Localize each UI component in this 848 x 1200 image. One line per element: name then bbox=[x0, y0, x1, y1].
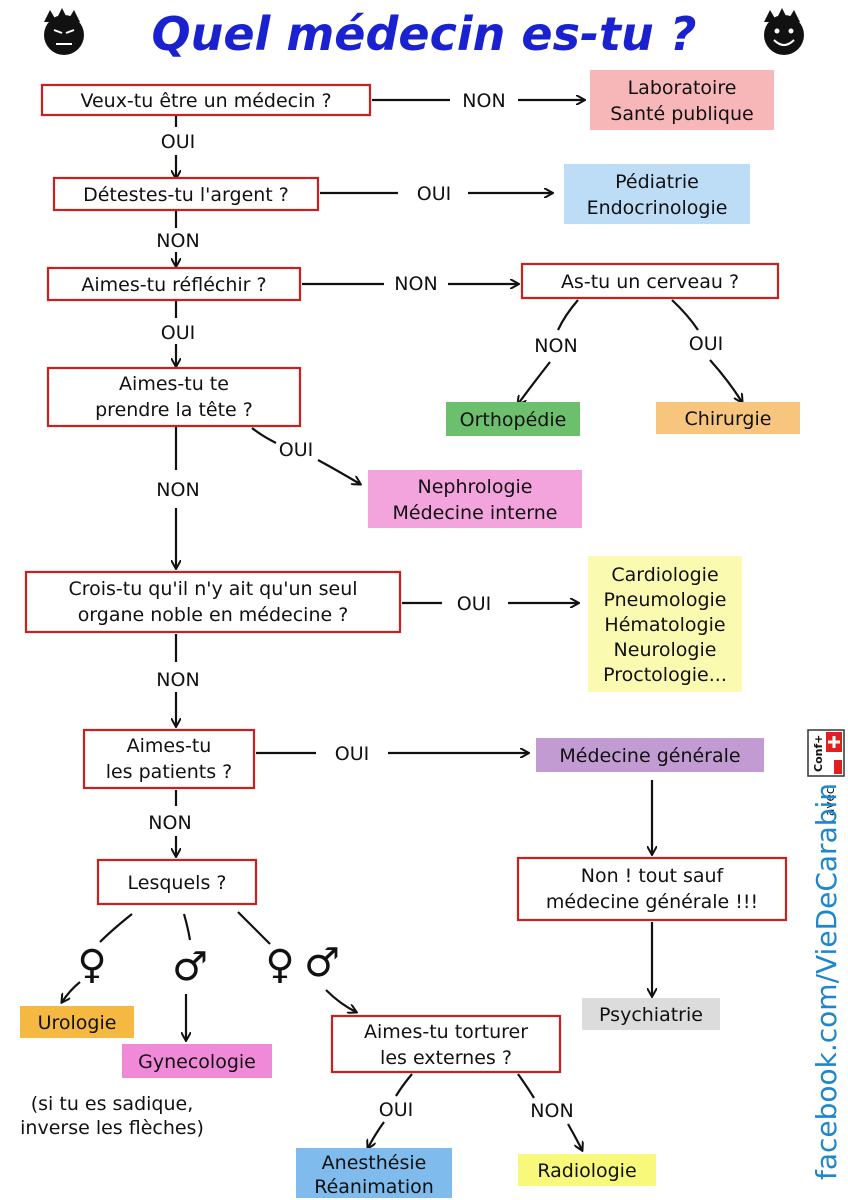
svg-text:Détestes-tu l'argent ?: Détestes-tu l'argent ? bbox=[83, 184, 289, 206]
svg-text:Neurologie: Neurologie bbox=[614, 639, 717, 661]
svg-text:Urologie: Urologie bbox=[38, 1012, 117, 1034]
svg-text:Endocrinologie: Endocrinologie bbox=[587, 197, 728, 219]
label-oui: OUI bbox=[457, 593, 491, 615]
svg-text:organe noble en médecine ?: organe noble en médecine ? bbox=[78, 604, 349, 626]
svg-text:Nephrologie: Nephrologie bbox=[418, 476, 533, 498]
question-q9: Aimes-tu torturer les externes ? bbox=[330, 1014, 562, 1074]
result-radiologie: Radiologie bbox=[518, 1154, 656, 1186]
svg-text:Proctologie...: Proctologie... bbox=[603, 664, 727, 686]
svg-text:Orthopédie: Orthopédie bbox=[460, 409, 567, 431]
label-oui: OUI bbox=[161, 131, 195, 153]
svg-text:Médecine interne: Médecine interne bbox=[393, 502, 558, 524]
svg-text:Non ! tout sauf: Non ! tout sauf bbox=[581, 865, 725, 887]
result-urologie: Urologie bbox=[20, 1006, 134, 1038]
svg-text:Conf+: Conf+ bbox=[812, 735, 825, 772]
svg-text:Crois-tu qu'il n'y ait qu'un s: Crois-tu qu'il n'y ait qu'un seul bbox=[68, 578, 357, 600]
question-q5: Crois-tu qu'il n'y ait qu'un seul organe… bbox=[24, 570, 402, 634]
result-pediatrie: Pédiatrie Endocrinologie bbox=[564, 164, 750, 224]
label-oui: OUI bbox=[161, 322, 195, 344]
svg-text:Psychiatrie: Psychiatrie bbox=[599, 1004, 703, 1026]
label-oui: OUI bbox=[417, 183, 451, 205]
svg-text:Gynecologie: Gynecologie bbox=[138, 1051, 256, 1073]
label-non: NON bbox=[156, 479, 199, 501]
svg-text:les externes ?: les externes ? bbox=[380, 1047, 512, 1069]
page-title: Quel médecin es-tu ? bbox=[152, 7, 697, 61]
svg-text:Aimes-tu te: Aimes-tu te bbox=[119, 373, 229, 395]
svg-text:Lesquels ?: Lesquels ? bbox=[128, 872, 227, 894]
svg-text:Anesthésie: Anesthésie bbox=[322, 1152, 427, 1174]
svg-text:les patients ?: les patients ? bbox=[106, 761, 233, 783]
question-q6: Aimes-tu les patients ? bbox=[82, 728, 256, 790]
male-symbol-icon: ♂ bbox=[172, 944, 208, 990]
svg-text:Laboratoire: Laboratoire bbox=[628, 77, 737, 99]
question-q3b: As-tu un cerveau ? bbox=[520, 262, 780, 300]
edge-labels: NON OUI OUI NON NON OUI NON OUI OUI NON … bbox=[148, 90, 723, 1122]
svg-text:Aimes-tu réfléchir ?: Aimes-tu réfléchir ? bbox=[81, 274, 266, 296]
svg-text:Pneumologie: Pneumologie bbox=[604, 589, 727, 611]
question-q2: Détestes-tu l'argent ? bbox=[52, 176, 320, 212]
result-cardiologie: Cardiologie Pneumologie Hématologie Neur… bbox=[588, 556, 742, 692]
smiley-face-icon bbox=[764, 8, 804, 55]
label-non: NON bbox=[394, 273, 437, 295]
avec-label: avec bbox=[823, 788, 837, 816]
label-oui: OUI bbox=[379, 1099, 413, 1121]
label-oui: OUI bbox=[335, 743, 369, 765]
facebook-link[interactable]: facebook.com/VieDeCarabin bbox=[810, 783, 843, 1180]
result-orthopedie: Orthopédie bbox=[446, 402, 580, 436]
label-non: NON bbox=[534, 335, 577, 357]
label-non: NON bbox=[156, 669, 199, 691]
svg-text:médecine générale !!!: médecine générale !!! bbox=[546, 891, 758, 913]
svg-text:prendre la tête ?: prendre la tête ? bbox=[95, 399, 253, 421]
connectors bbox=[62, 100, 742, 1150]
question-q7: Lesquels ? bbox=[96, 858, 258, 906]
result-psychiatrie: Psychiatrie bbox=[582, 998, 720, 1030]
angry-face-icon bbox=[44, 8, 84, 55]
svg-text:Chirurgie: Chirurgie bbox=[685, 408, 772, 430]
sadique-note: (si tu es sadique, bbox=[31, 1093, 194, 1115]
question-q1: Veux-tu être un médecin ? bbox=[40, 83, 372, 117]
conf-logo: Conf+ bbox=[807, 729, 845, 777]
svg-text:Aimes-tu torturer: Aimes-tu torturer bbox=[364, 1021, 528, 1043]
svg-text:Réanimation: Réanimation bbox=[314, 1176, 434, 1198]
result-gynecologie: Gynecologie bbox=[122, 1044, 272, 1078]
svg-text:Veux-tu être un médecin ?: Veux-tu être un médecin ? bbox=[80, 90, 331, 112]
result-anesthesie: Anesthésie Réanimation bbox=[296, 1148, 452, 1198]
svg-text:Pédiatrie: Pédiatrie bbox=[615, 171, 699, 193]
female-symbol-icon: ♀ bbox=[77, 942, 106, 988]
question-q4: Aimes-tu te prendre la tête ? bbox=[46, 366, 302, 428]
svg-text:Santé publique: Santé publique bbox=[610, 103, 753, 125]
female-symbol-icon: ♀ bbox=[265, 942, 294, 988]
svg-text:As-tu un cerveau ?: As-tu un cerveau ? bbox=[561, 271, 739, 293]
question-q3: Aimes-tu réfléchir ? bbox=[46, 266, 302, 302]
svg-text:Hématologie: Hématologie bbox=[604, 614, 725, 636]
label-oui: OUI bbox=[279, 439, 313, 461]
question-q8: Non ! tout sauf médecine générale !!! bbox=[516, 856, 788, 922]
result-medecine-generale: Médecine générale bbox=[536, 738, 764, 772]
svg-text:Aimes-tu: Aimes-tu bbox=[127, 735, 212, 757]
svg-text:Médecine générale: Médecine générale bbox=[559, 745, 740, 767]
label-non: NON bbox=[530, 1100, 573, 1122]
sadique-note: inverse les flèches) bbox=[20, 1117, 204, 1139]
result-laboratoire: Laboratoire Santé publique bbox=[590, 70, 774, 130]
svg-text:Cardiologie: Cardiologie bbox=[611, 564, 718, 586]
label-oui: OUI bbox=[689, 333, 723, 355]
result-chirurgie: Chirurgie bbox=[656, 402, 800, 434]
svg-text:Radiologie: Radiologie bbox=[537, 1160, 636, 1182]
result-nephrologie: Nephrologie Médecine interne bbox=[368, 470, 582, 528]
label-non: NON bbox=[462, 90, 505, 112]
label-non: NON bbox=[148, 812, 191, 834]
male-symbol-icon: ♂ bbox=[304, 940, 340, 986]
label-non: NON bbox=[156, 230, 199, 252]
